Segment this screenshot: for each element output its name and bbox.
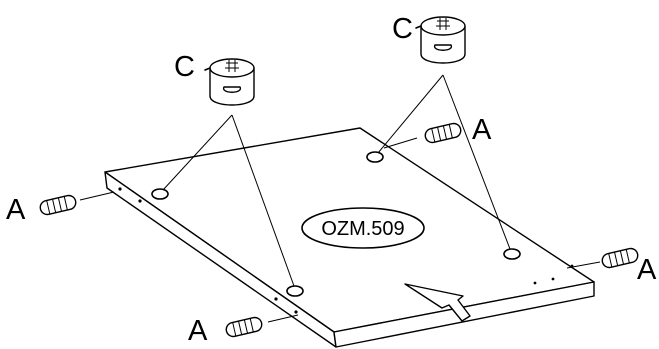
label-a-right: A [637, 254, 657, 286]
part-number-badge: OZM.509 [301, 207, 425, 249]
direction-arrow-icon [404, 283, 471, 322]
cam-lock-fitting-icon [415, 16, 466, 64]
label-c-right: C [392, 13, 413, 45]
cam-holes [151, 151, 521, 297]
wooden-dowel-icon [424, 122, 462, 144]
leader-lines [79, 74, 601, 323]
label-a-bottom: A [188, 315, 208, 347]
wooden-dowel-icon [225, 316, 263, 338]
part-number: OZM.509 [321, 218, 404, 240]
label-a-left: A [6, 194, 26, 226]
wooden-dowel-icon [39, 194, 77, 216]
label-a-top: A [472, 114, 492, 146]
label-c-left: C [174, 51, 195, 83]
cam-lock-fitting-icon [204, 58, 255, 106]
wooden-dowel-icon [601, 247, 639, 269]
